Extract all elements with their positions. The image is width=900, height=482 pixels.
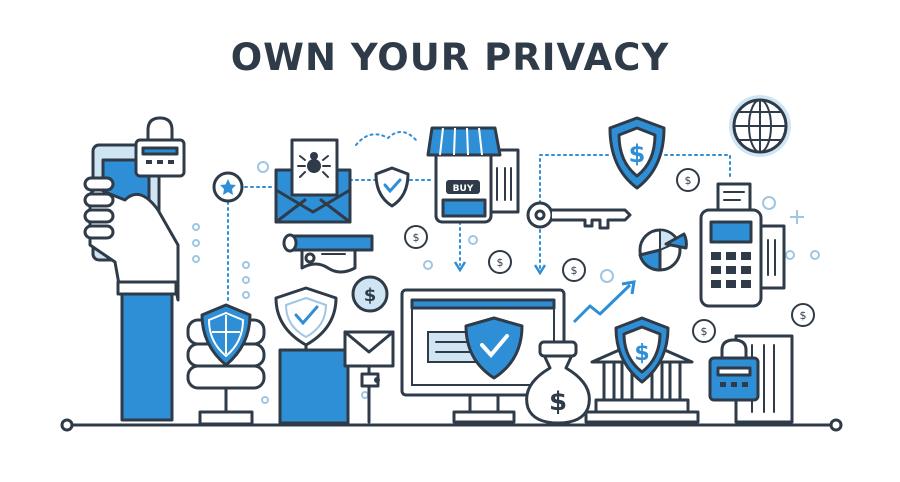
padlock-icon: [134, 116, 186, 178]
svg-text:$: $: [800, 309, 807, 322]
svg-text:$: $: [634, 341, 649, 366]
printer-icon: [282, 233, 374, 274]
key-icon: [526, 201, 632, 230]
pie-chart-icon: [638, 228, 688, 272]
svg-text:$: $: [549, 387, 567, 417]
check-shield-icon: [274, 286, 350, 425]
globe-icon: [729, 95, 791, 157]
coin-icon: $: [562, 258, 586, 282]
coin-icon: $: [488, 250, 512, 274]
server-shield-icon: [186, 303, 266, 426]
mailbox-icon: [343, 330, 395, 424]
coin-icon: $: [692, 319, 716, 343]
buy-label: BUY: [453, 184, 474, 194]
coin-icon: $: [351, 275, 389, 313]
star-badge-icon: [212, 171, 244, 203]
ground-line: [60, 418, 843, 432]
svg-text:$: $: [685, 174, 692, 187]
svg-text:$: $: [497, 256, 504, 269]
svg-text:$: $: [701, 325, 708, 338]
growth-arrow-icon: [572, 280, 636, 324]
online-shop-icon: BUY: [426, 126, 520, 224]
svg-text:$: $: [571, 264, 578, 277]
svg-text:$: $: [629, 140, 646, 168]
down-arrows: [453, 261, 547, 276]
dollar-shield-icon: $: [608, 116, 666, 190]
monitor-shield-icon: [400, 288, 566, 424]
coin-icon: $: [791, 303, 815, 327]
money-bag-icon: $: [525, 340, 591, 425]
coin-icon: $: [676, 168, 700, 192]
hand-smartphone-icon: [83, 143, 180, 422]
bank-icon: $: [584, 316, 700, 424]
check-shield-small-icon: [374, 166, 410, 208]
coins: $ $ $ $ $ $: [404, 168, 815, 343]
decorations: [192, 161, 820, 404]
svg-text:$: $: [413, 231, 420, 244]
page-title: OWN YOUR PRIVACY: [230, 36, 670, 79]
malware-envelope-icon: [274, 138, 352, 224]
svg-text:$: $: [364, 285, 377, 306]
coin-icon: $: [404, 225, 428, 249]
payment-terminal-icon: [699, 182, 786, 308]
credit-card-lock-icon: [708, 334, 794, 424]
